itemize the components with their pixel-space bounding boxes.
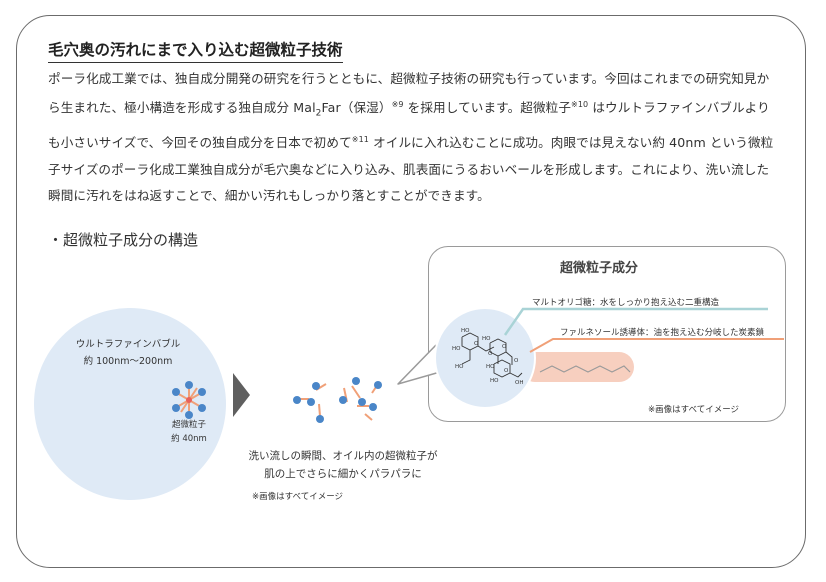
page-title: 毛穴奥の汚れにまで入り込む超微粒子技術 xyxy=(48,38,343,63)
panel-pointer xyxy=(397,344,441,385)
bubble-label: ウルトラファインバブル 約 100nm～200nm xyxy=(58,336,198,370)
panel-title: 超微粒子成分 xyxy=(560,261,639,276)
section-heading: ・超微粒子成分の構造 xyxy=(48,231,199,249)
atom-label: O xyxy=(502,344,507,350)
scattered-particles-icon xyxy=(293,377,382,423)
image-note-right: ※画像はすべてイメージ xyxy=(648,405,740,415)
arrow-right-icon xyxy=(233,373,250,417)
atom-label: OH xyxy=(515,380,523,386)
para-text-2: Far（保湿） xyxy=(321,100,392,116)
caption-line-2: 肌の上でさらに細かくパラパラに xyxy=(264,468,422,480)
callout-line-farnesol xyxy=(529,338,784,353)
scatter-caption: 洗い流しの瞬間、オイル内の超微粒子が 肌の上でさらに細かくパラパラに xyxy=(238,447,448,483)
bubble-name: ウルトラファインバブル xyxy=(75,339,181,350)
para-text-4: はウルトラファインバブルよりも小さいサイズで、今回その独自成分を日本で初めて xyxy=(48,100,770,151)
particle-cluster-icon xyxy=(172,381,206,419)
footnote-ref-11: ※11 xyxy=(351,135,369,145)
particle-label: 超微粒子 約 40nm xyxy=(164,418,214,446)
callout-maltooligosaccharide: マルトオリゴ糖：水をしっかり抱え込む二重構造 xyxy=(532,298,720,308)
footnote-ref-10: ※10 xyxy=(571,100,589,110)
atom-label: HO xyxy=(482,336,491,342)
atom-label: HO xyxy=(461,328,470,334)
atom-label: HO xyxy=(486,364,495,370)
atom-label: O xyxy=(504,368,509,374)
callout-line-maltose xyxy=(503,307,768,336)
atom-label: O xyxy=(474,341,479,347)
atom-label: HO xyxy=(452,346,461,352)
callout-farnesol: ファルネソール誘導体：油を抱え込む分岐した炭素鎖 xyxy=(560,328,765,338)
molecule-closeup: HO HO HO HO HO HO O O O O O OH xyxy=(434,307,536,409)
hydrocarbon-tail xyxy=(520,352,634,382)
atom-label: O xyxy=(488,351,493,357)
image-note-left: ※画像はすべてイメージ xyxy=(252,492,344,502)
bubble-size: 約 100nm～200nm xyxy=(83,356,173,367)
para-subscript: 2 xyxy=(315,108,322,119)
atom-label: O xyxy=(514,358,519,364)
para-text-1: ポーラ化成工業では、独自成分開発の研究を行うとともに、超微粒子技術の研究も行って… xyxy=(48,71,770,116)
para-text-5: オイルに入れ込むことに成功。肉眼では見えない約 40nm という微粒子サイズのポ… xyxy=(48,135,774,204)
caption-line-1: 洗い流しの瞬間、オイル内の超微粒子が xyxy=(248,450,438,462)
atom-label: HO xyxy=(490,378,499,384)
particle-name: 超微粒子 xyxy=(171,420,206,430)
content-frame xyxy=(16,15,806,568)
atom-label: HO xyxy=(455,364,464,370)
particle-size: 約 40nm xyxy=(171,434,207,444)
description-paragraph: ポーラ化成工業では、独自成分開発の研究を行うとともに、超微粒子技術の研究も行って… xyxy=(48,66,778,210)
footnote-ref-9: ※9 xyxy=(391,100,404,110)
para-text-3: を採用しています。超微粒子 xyxy=(403,100,572,116)
